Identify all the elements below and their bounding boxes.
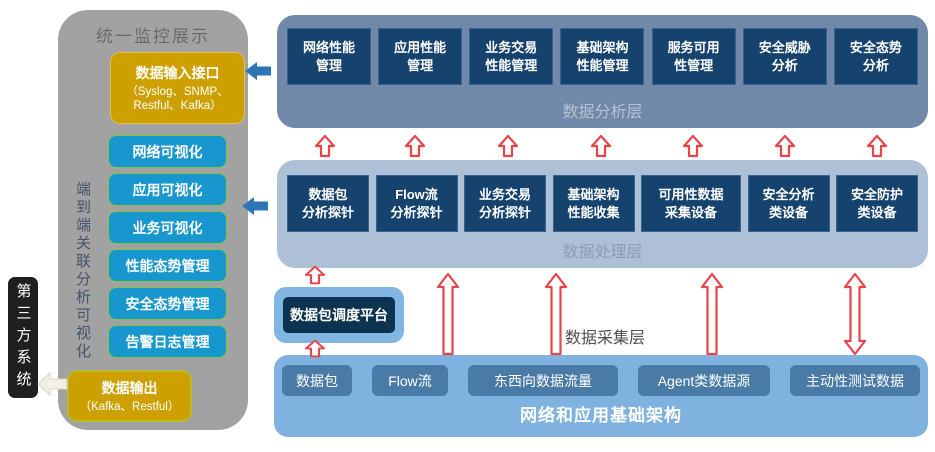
data-input-interface-box: 数据输入接口 （Syslog、SNMP、 Restful、Kafka） [110, 52, 245, 124]
up-arrow-icon [774, 134, 796, 158]
up-arrow-icon [590, 134, 612, 158]
analysis-box: 网络性能 管理 [287, 28, 371, 85]
visualization-module: 应用可视化 [108, 173, 227, 206]
end-to-end-vertical-label: 端到端关联分析可视化 [74, 180, 91, 361]
panel-title: 统一监控展示 [96, 27, 210, 46]
collection-layer-label: 数据采集层 [565, 330, 646, 347]
analysis-box: 服务可用 性管理 [651, 28, 736, 85]
long-up-arrow-icon [700, 272, 724, 356]
visualization-module: 网络可视化 [108, 135, 227, 168]
analysis-box: 安全威胁 分析 [742, 28, 827, 85]
up-arrow-icon [404, 134, 426, 158]
processing-box: 基础架构 性能收集 [552, 175, 635, 232]
analysis-box: 业务交易 性能管理 [469, 28, 554, 85]
infrastructure-layer-label: 网络和应用基础架构 [520, 406, 682, 425]
infrastructure-box-row: 数据包 Flow流东西向数据流量 Agent类数据源主动性测试数据 [282, 365, 920, 396]
up-arrow-icon [304, 265, 326, 285]
packet-scheduler-box: 数据包调度平台 [283, 297, 395, 333]
unified-monitor-panel: 统一监控展示 数据输入接口 （Syslog、SNMP、 Restful、Kafk… [58, 10, 248, 430]
double-vertical-arrow-icon [843, 272, 867, 356]
analysis-box: 基础架构 性能管理 [560, 28, 645, 85]
analysis-box: 应用性能 管理 [378, 28, 463, 85]
processing-box: Flow流 分析探针 [375, 175, 458, 232]
long-up-arrow-icon [436, 272, 460, 356]
processing-box: 业务交易 分析探针 [464, 175, 546, 232]
data-input-title: 数据输入接口 [135, 64, 220, 81]
data-output-title: 数据输出 [101, 379, 158, 396]
analysis-box: 安全态势 分析 [833, 28, 918, 85]
data-output-protocols: （Kafka、Restful） [79, 400, 180, 413]
infrastructure-box: 东西向数据流量 [468, 365, 618, 396]
data-analysis-layer: 网络性能 管理应用性能 管理业务交易 性能管理基础架构 性能管理服务可用 性管理… [277, 15, 928, 128]
processing-box: 安全防护 类设备 [836, 175, 918, 232]
up-arrow-icon [682, 134, 704, 158]
visualization-module: 性能态势管理 [108, 249, 227, 282]
up-arrow-icon [497, 134, 519, 158]
infrastructure-box: Agent类数据源 [638, 365, 770, 396]
visualization-module: 安全态势管理 [108, 287, 227, 320]
processing-layer-label: 数据处理层 [562, 244, 643, 261]
visualization-module: 业务可视化 [108, 211, 227, 244]
third-party-system-label: 第三方系统 [14, 282, 32, 393]
third-party-system-box: 第三方系统 [8, 277, 38, 398]
long-up-arrow-icon [544, 272, 568, 356]
left-arrow-icon [37, 372, 68, 396]
processing-box: 安全分析 类设备 [747, 175, 830, 232]
infrastructure-layer: 数据包 Flow流东西向数据流量 Agent类数据源主动性测试数据 网络和应用基础架… [274, 355, 928, 437]
visualization-module-list: 网络可视化应用可视化业务可视化性能态势管理安全态势管理告警日志管理 [108, 135, 227, 358]
up-arrow-icon [866, 134, 888, 158]
left-arrow-icon [245, 62, 271, 80]
processing-box: 可用性数据 采集设备 [641, 175, 741, 232]
analysis-layer-label: 数据分析层 [562, 104, 643, 121]
up-arrow-icon [314, 134, 336, 158]
left-arrow-icon [242, 197, 268, 215]
visualization-module: 告警日志管理 [108, 325, 227, 358]
infrastructure-box: 主动性测试数据 [790, 365, 920, 396]
processing-box: 数据包 分析探针 [287, 175, 369, 232]
analysis-box-row: 网络性能 管理应用性能 管理业务交易 性能管理基础架构 性能管理服务可用 性管理… [287, 28, 918, 85]
packet-scheduler-wrapper: 数据包调度平台 [274, 287, 404, 343]
infrastructure-box: Flow流 [372, 365, 448, 396]
infrastructure-box: 数据包 [282, 365, 352, 396]
data-input-protocols: （Syslog、SNMP、 Restful、Kafka） [126, 85, 229, 112]
data-output-box: 数据输出 （Kafka、Restful） [67, 370, 192, 422]
up-arrow-icon [304, 339, 326, 358]
